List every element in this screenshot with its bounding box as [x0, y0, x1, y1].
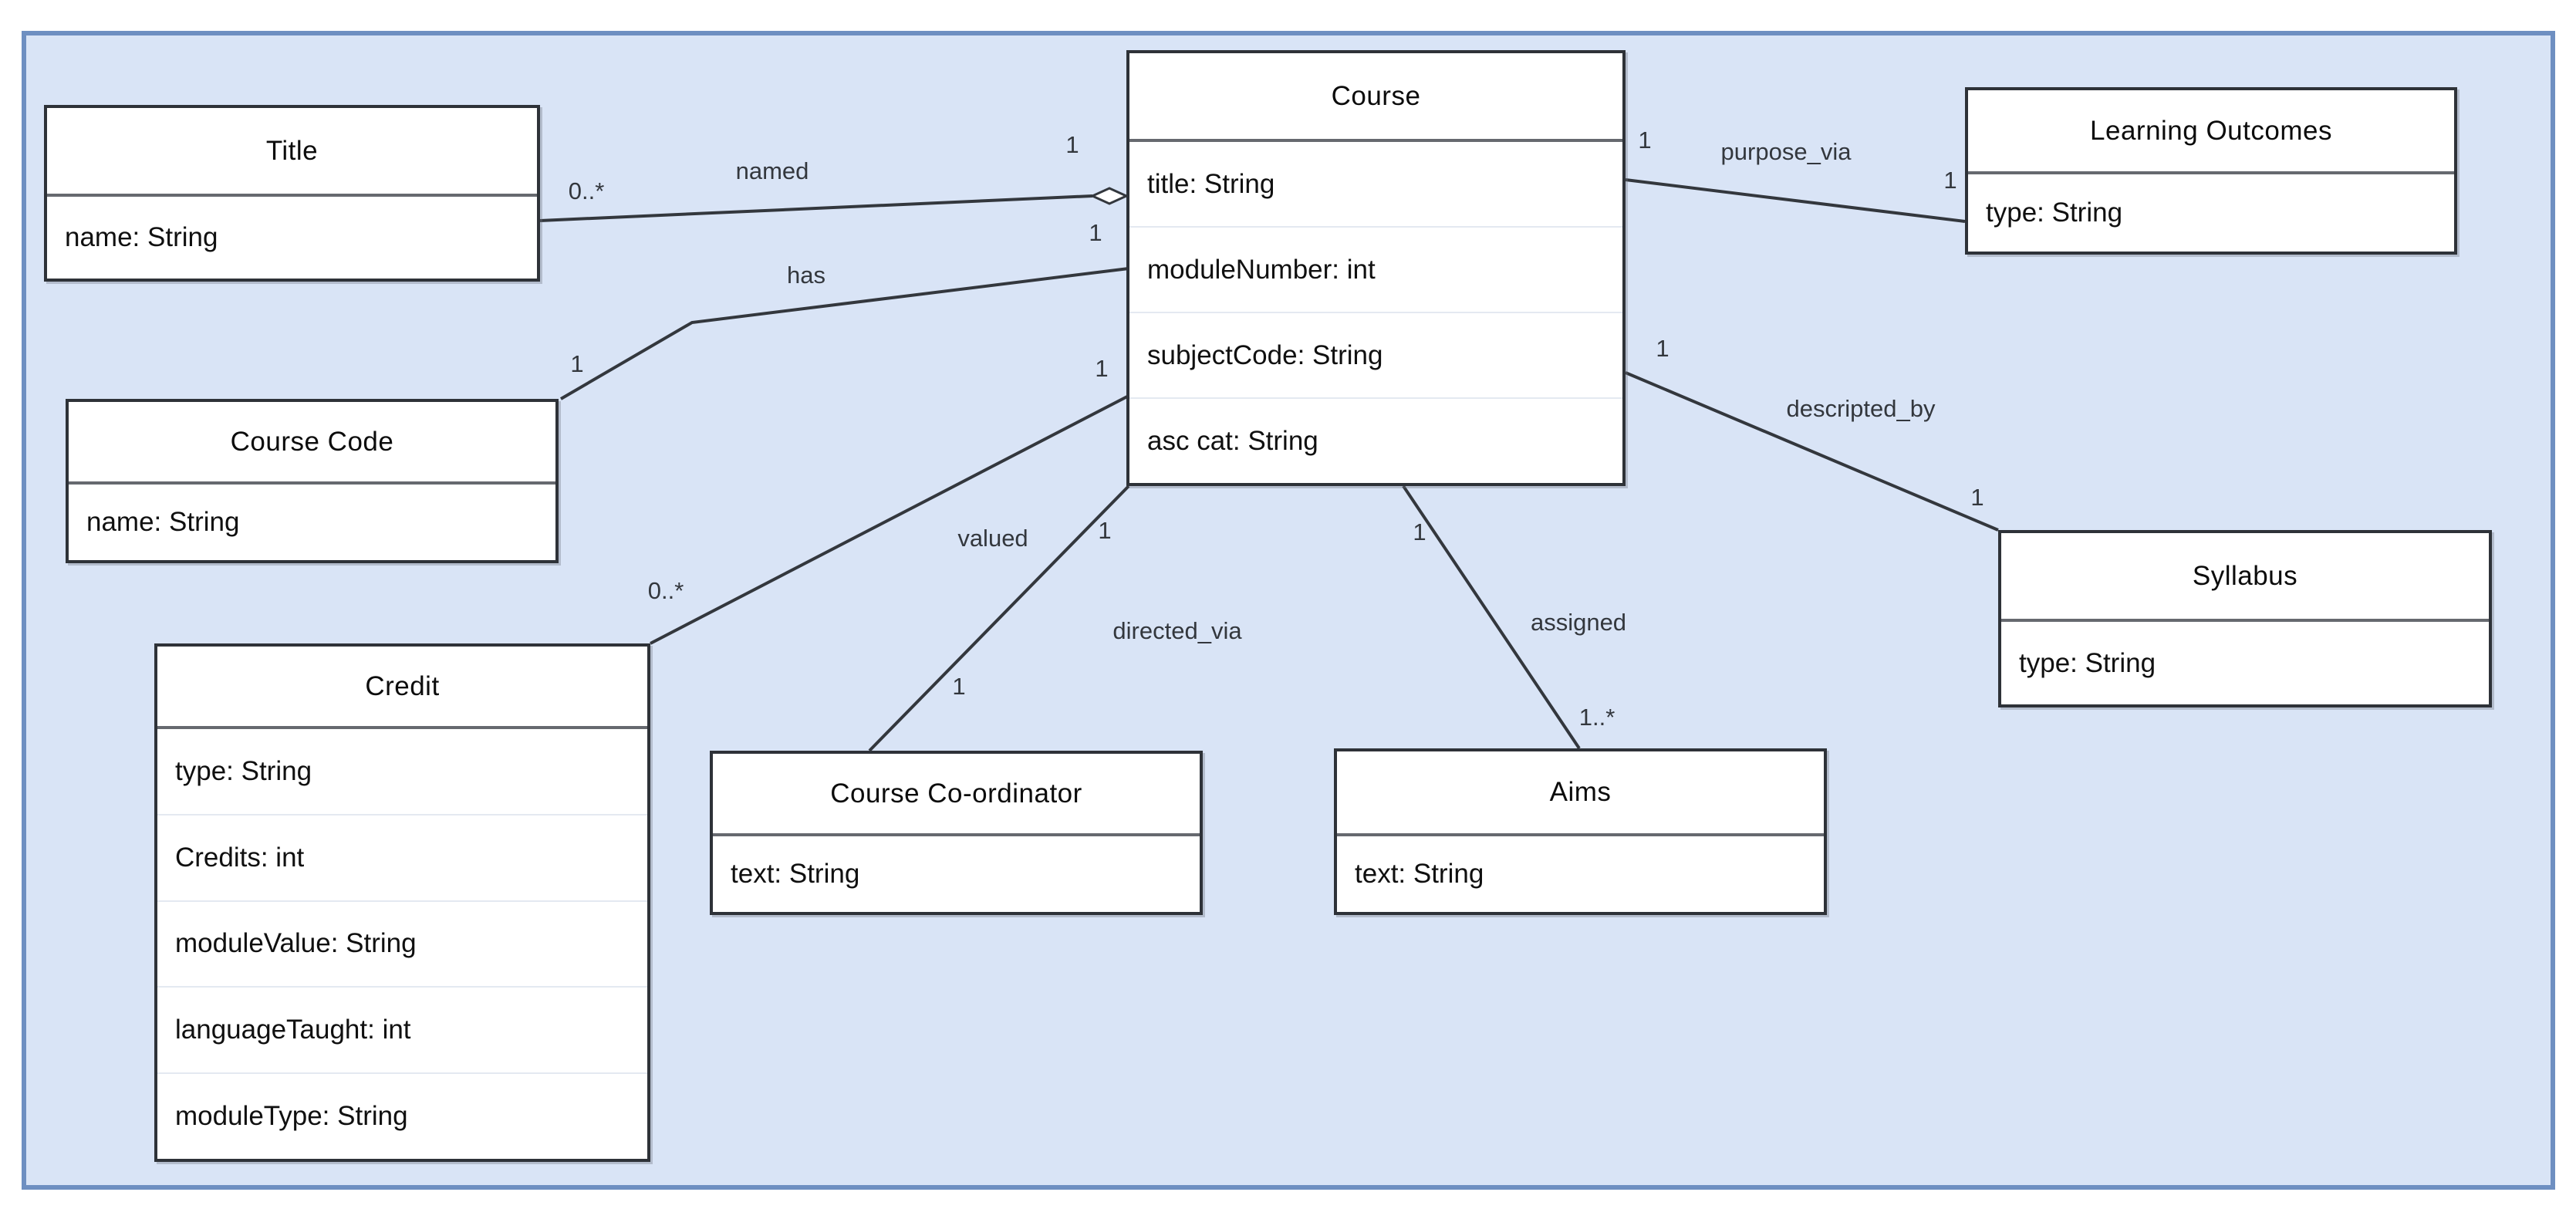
class-attributes-learning-outcomes: type: String — [1968, 174, 2454, 252]
class-attributes-title: name: String — [47, 197, 537, 279]
multiplicity-label-purpose_via: 1 — [1943, 167, 1957, 194]
class-name-syllabus: Syllabus — [2001, 533, 2489, 622]
class-attribute: moduleNumber: int — [1129, 226, 1622, 312]
association-line-has — [559, 267, 1129, 400]
aggregation-diamond-icon — [1089, 187, 1129, 205]
association-name-valued: valued — [957, 525, 1028, 552]
class-attribute: name: String — [65, 222, 218, 252]
association-name-has: has — [787, 262, 825, 289]
association-name-purpose_via: purpose_via — [1720, 138, 1852, 165]
multiplicity-label-assigned: 1..* — [1578, 704, 1615, 731]
class-name-course-code: Course Code — [69, 402, 555, 485]
class-name-credit: Credit — [157, 647, 647, 729]
multiplicity-label-directed_via: 1 — [1098, 517, 1112, 544]
class-attribute: moduleValue: String — [157, 900, 647, 987]
class-box-course-code: Course Code name: String — [66, 399, 559, 563]
association-line-assigned — [1402, 485, 1581, 750]
association-line-purpose_via — [1625, 178, 1966, 223]
class-attribute: name: String — [86, 507, 240, 537]
multiplicity-label-descripted_by: 1 — [1656, 335, 1670, 362]
association-line-directed_via — [868, 485, 1130, 752]
class-attribute: text: String — [1355, 859, 1484, 889]
class-name-aims: Aims — [1337, 751, 1824, 836]
class-attribute: languageTaught: int — [157, 986, 647, 1072]
class-box-title: Title name: String — [44, 105, 540, 282]
multiplicity-label-has: 1 — [1089, 219, 1102, 246]
class-attribute: text: String — [731, 859, 860, 889]
class-box-aims: Aims text: String — [1334, 748, 1827, 915]
multiplicity-label-named: 0..* — [568, 177, 605, 204]
multiplicity-label-descripted_by: 1 — [1970, 484, 1984, 511]
class-attribute: Credits: int — [157, 813, 647, 900]
class-name-title: Title — [47, 108, 537, 197]
multiplicity-label-assigned: 1 — [1413, 518, 1426, 545]
class-attribute: moduleType: String — [157, 1072, 647, 1159]
multiplicity-label-purpose_via: 1 — [1638, 127, 1652, 154]
association-name-named: named — [735, 157, 809, 184]
class-name-course-coordinator: Course Co-ordinator — [713, 754, 1200, 836]
multiplicity-label-named: 1 — [1065, 131, 1079, 158]
multiplicity-label-has: 1 — [570, 350, 584, 377]
class-attributes-aims: text: String — [1337, 836, 1824, 912]
association-name-directed_via: directed_via — [1112, 617, 1242, 644]
multiplicity-label-directed_via: 1 — [952, 673, 966, 700]
class-attributes-course-coordinator: text: String — [713, 836, 1200, 912]
class-attribute: asc cat: String — [1129, 397, 1622, 483]
class-attributes-course-code: name: String — [69, 485, 555, 560]
association-line-valued — [650, 394, 1129, 645]
multiplicity-label-valued: 0..* — [647, 577, 684, 604]
class-box-learning-outcomes: Learning Outcomes type: String — [1965, 87, 2457, 255]
class-name-course: Course — [1129, 53, 1622, 142]
multiplicity-label-valued: 1 — [1095, 355, 1109, 382]
class-attribute: subjectCode: String — [1129, 312, 1622, 397]
association-line-descripted_by — [1625, 371, 1999, 532]
class-box-course-coordinator: Course Co-ordinator text: String — [710, 751, 1203, 915]
class-attribute: title: String — [1147, 168, 1275, 199]
association-name-descripted_by: descripted_by — [1786, 395, 1936, 422]
class-attribute: type: String — [2019, 647, 2156, 678]
class-attribute: type: String — [175, 755, 312, 786]
class-name-learning-outcomes: Learning Outcomes — [1968, 90, 2454, 174]
class-box-syllabus: Syllabus type: String — [1998, 530, 2492, 707]
class-attribute: type: String — [1986, 198, 2123, 228]
association-name-assigned: assigned — [1530, 609, 1627, 636]
class-attributes-syllabus: type: String — [2001, 622, 2489, 704]
association-line-named — [539, 194, 1093, 222]
